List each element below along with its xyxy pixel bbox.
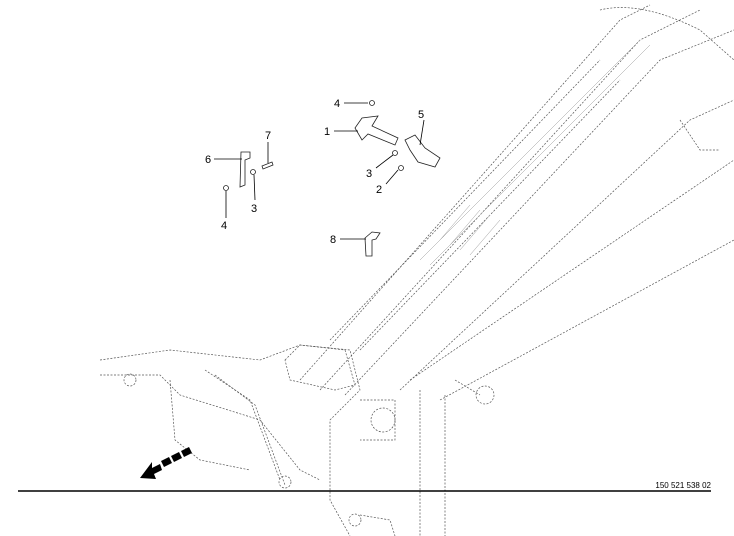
part-washer-3a [392, 150, 398, 156]
drawing-reference-number: 150 521 538 02 [655, 481, 711, 490]
callout-6: 6 [205, 154, 211, 166]
direction-arrow-icon [140, 447, 192, 479]
callout-5: 5 [418, 109, 424, 121]
part-nut-4b [223, 185, 229, 191]
part-bracket-8 [364, 231, 381, 257]
callout-2: 2 [376, 184, 382, 196]
part-nut-4a [369, 100, 375, 106]
part-bracket-1 [354, 115, 399, 146]
part-bracket-6 [239, 151, 251, 188]
callout-4: 4 [334, 98, 340, 110]
callout-7: 7 [265, 130, 271, 142]
callout-8: 8 [330, 234, 336, 246]
part-clamp-5 [404, 134, 441, 168]
callout-3: 3 [251, 203, 257, 215]
part-washer-3b [250, 169, 256, 175]
boom-hatching [419, 39, 651, 266]
part-bolt-7 [261, 161, 274, 170]
callout-1: 1 [324, 126, 330, 138]
leader-lines [214, 102, 425, 240]
boom-outline [99, 4, 734, 536]
callout-3: 3 [366, 168, 372, 180]
callout-4: 4 [221, 220, 227, 232]
part-bolt-2 [398, 165, 404, 171]
